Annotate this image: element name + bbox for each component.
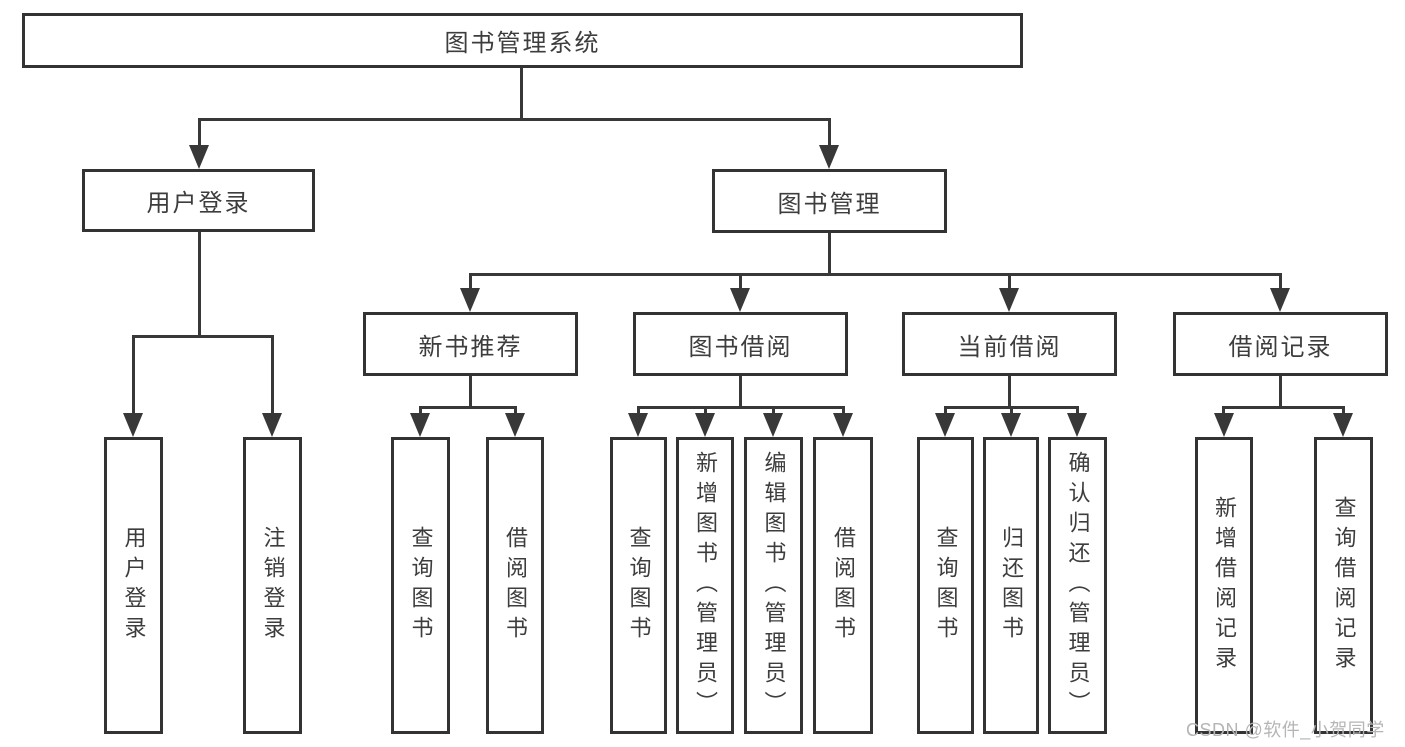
- leaf-label: 用户登录: [121, 525, 147, 646]
- connector-arrow-shaft: [704, 406, 707, 413]
- leaf-query-books-borrow: 查询图书: [610, 437, 667, 734]
- node-label: 用户登录: [146, 190, 251, 217]
- leaf-query-books-recommend: 查询图书: [391, 437, 450, 734]
- connector-arrow-shaft: [469, 273, 472, 288]
- connector-arrow-shaft: [828, 118, 831, 145]
- leaf-label: 确认归还（管理员）: [1065, 450, 1091, 721]
- connector-arrow-shaft: [739, 273, 742, 288]
- connector-userlogin-rail: [132, 335, 274, 338]
- connector-arrow-shaft: [944, 406, 947, 413]
- arrow-down-icon: [505, 413, 525, 437]
- arrow-down-icon: [1270, 288, 1290, 312]
- leaf-label: 查询图书: [408, 525, 434, 646]
- leaf-label: 借阅图书: [503, 525, 528, 646]
- node-library-management-system: 图书管理系统: [22, 13, 1023, 68]
- connector-arrow-shaft: [1076, 406, 1079, 413]
- connector-arrow-shaft: [132, 335, 135, 413]
- connector-cluster-rail: [637, 406, 845, 409]
- arrow-down-icon: [1067, 413, 1087, 437]
- arrow-down-icon: [1214, 413, 1234, 437]
- connector-arrow-shaft: [514, 406, 517, 413]
- arrow-down-icon: [262, 413, 282, 437]
- node-label: 新书推荐: [418, 333, 523, 361]
- leaf-label: 查询图书: [626, 525, 652, 646]
- arrow-down-icon: [763, 413, 783, 437]
- connector-cluster-stub: [1279, 376, 1282, 406]
- node-label: 图书借阅: [688, 333, 793, 361]
- arrow-down-icon: [1333, 413, 1353, 437]
- arrow-down-icon: [460, 288, 480, 312]
- arrow-down-icon: [1001, 413, 1021, 437]
- arrow-down-icon: [628, 413, 648, 437]
- node-book-management: 图书管理: [712, 169, 947, 233]
- leaf-logout: 注销登录: [243, 437, 302, 734]
- leaf-edit-book-admin: 编辑图书（管理员）: [744, 437, 803, 734]
- leaf-label: 查询借阅记录: [1331, 495, 1357, 676]
- node-new-book-recommend: 新书推荐: [363, 312, 578, 376]
- connector-cluster-rail: [419, 406, 517, 409]
- node-label: 借阅记录: [1228, 333, 1333, 361]
- node-label: 图书管理: [777, 190, 882, 218]
- arrow-down-icon: [123, 413, 143, 437]
- arrow-down-icon: [730, 288, 750, 312]
- connector-arrow-shaft: [1010, 406, 1013, 413]
- leaf-label: 查询图书: [933, 525, 959, 646]
- leaf-label: 借阅图书: [831, 525, 856, 646]
- connector-root-stub: [520, 68, 523, 118]
- leaf-label: 注销登录: [260, 525, 286, 646]
- leaf-label: 编辑图书（管理员）: [761, 450, 787, 721]
- connector-cluster-rail: [1223, 406, 1345, 409]
- arrow-down-icon: [410, 413, 430, 437]
- leaf-borrow-books-borrow: 借阅图书: [813, 437, 873, 734]
- arrow-down-icon: [189, 145, 209, 169]
- node-book-borrow: 图书借阅: [633, 312, 848, 376]
- connector-cluster-stub: [739, 376, 742, 406]
- connector-cluster-stub: [469, 376, 472, 406]
- connector-arrow-shaft: [1342, 406, 1345, 413]
- node-user-login: 用户登录: [82, 169, 315, 232]
- arrow-down-icon: [999, 288, 1019, 312]
- leaf-label: 归还图书: [999, 525, 1024, 646]
- connector-level2-rail: [198, 118, 831, 121]
- connector-arrow-shaft: [637, 406, 640, 413]
- connector-cluster-stub: [1008, 376, 1011, 406]
- leaf-borrow-books-recommend: 借阅图书: [486, 437, 544, 734]
- connector-arrow-shaft: [198, 118, 201, 145]
- leaf-label: 新增借阅记录: [1212, 495, 1237, 676]
- connector-arrow-shaft: [772, 406, 775, 413]
- leaf-add-borrow-record: 新增借阅记录: [1195, 437, 1253, 734]
- connector-arrow-shaft: [1008, 273, 1011, 288]
- leaf-query-books-current: 查询图书: [917, 437, 974, 734]
- connector-arrow-shaft: [419, 406, 422, 413]
- arrow-down-icon: [935, 413, 955, 437]
- arrow-down-icon: [695, 413, 715, 437]
- node-borrow-records: 借阅记录: [1173, 312, 1388, 376]
- node-label: 当前借阅: [957, 333, 1062, 361]
- connector-arrow-shaft: [1222, 406, 1225, 413]
- connector-arrow-shaft: [1279, 273, 1282, 288]
- connector-userlogin-stub: [198, 232, 201, 335]
- csdn-watermark: CSDN @软件_小贺同学: [1186, 720, 1385, 740]
- leaf-user-login: 用户登录: [104, 437, 163, 734]
- arrow-down-icon: [819, 145, 839, 169]
- leaf-query-borrow-record: 查询借阅记录: [1314, 437, 1373, 734]
- connector-bookmgmt-stub: [828, 233, 831, 273]
- node-current-borrow: 当前借阅: [902, 312, 1117, 376]
- node-label: 图书管理系统: [444, 30, 601, 57]
- connector-arrow-shaft: [842, 406, 845, 413]
- leaf-label: 新增图书（管理员）: [693, 450, 718, 721]
- leaf-add-book-admin: 新增图书（管理员）: [676, 437, 734, 734]
- leaf-confirm-return-admin: 确认归还（管理员）: [1048, 437, 1107, 734]
- connector-arrow-shaft: [271, 335, 274, 413]
- leaf-return-book: 归还图书: [983, 437, 1039, 734]
- connector-level3-rail: [469, 273, 1282, 276]
- arrow-down-icon: [833, 413, 853, 437]
